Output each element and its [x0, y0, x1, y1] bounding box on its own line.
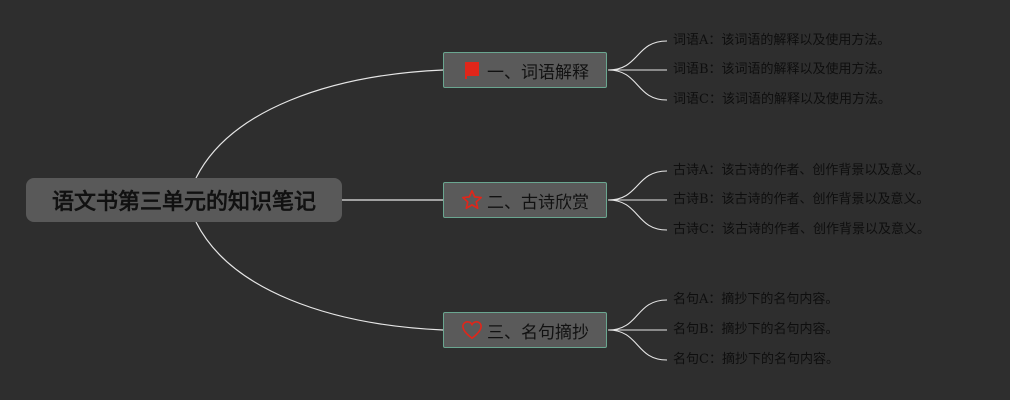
connector-root-topic-1 [195, 69, 444, 179]
leaf-node[interactable]: 古诗B：该古诗的作者、创作背景以及意义。 [673, 192, 930, 207]
connector-topic-1-leaf-1 [607, 40, 668, 71]
topic-label: 二、古诗欣赏 [487, 192, 589, 213]
leaf-node[interactable]: 词语C：该词语的解释以及使用方法。 [673, 92, 891, 107]
connector-topic-1-leaf-3 [607, 69, 668, 101]
leaf-node[interactable]: 名句A：摘抄下的名句内容。 [673, 292, 839, 307]
leaf-node[interactable]: 名句B：摘抄下的名句内容。 [673, 322, 839, 337]
connector-topic-3-leaf-3 [607, 329, 668, 361]
connector-topic-3-leaf-1 [607, 299, 668, 331]
leaf-node[interactable]: 名句C：摘抄下的名句内容。 [673, 352, 839, 367]
red-flag-icon [461, 59, 483, 81]
topic-node-poetry-appreciation[interactable]: 二、古诗欣赏 [443, 182, 607, 218]
leaf-node[interactable]: 古诗C：该古诗的作者、创作背景以及意义。 [673, 222, 930, 237]
leaf-node[interactable]: 古诗A：该古诗的作者、创作背景以及意义。 [673, 163, 930, 178]
heart-outline-icon [461, 319, 483, 341]
topic-label: 一、词语解释 [487, 62, 589, 83]
topic-node-word-explanation[interactable]: 一、词语解释 [443, 52, 607, 88]
root-label: 语文书第三单元的知识笔记 [51, 190, 316, 215]
root-node[interactable]: 语文书第三单元的知识笔记 [26, 178, 342, 222]
leaf-node[interactable]: 词语A：该词语的解释以及使用方法。 [673, 33, 891, 48]
topic-label: 三、名句摘抄 [487, 322, 589, 343]
star-outline-icon [461, 189, 483, 211]
leaf-node[interactable]: 词语B：该词语的解释以及使用方法。 [673, 62, 891, 77]
connector-topic-2-leaf-3 [607, 199, 668, 231]
connector-topic-2-leaf-1 [607, 170, 668, 201]
topic-node-quote-excerpts[interactable]: 三、名句摘抄 [443, 312, 607, 348]
connector-root-topic-3 [195, 221, 444, 331]
